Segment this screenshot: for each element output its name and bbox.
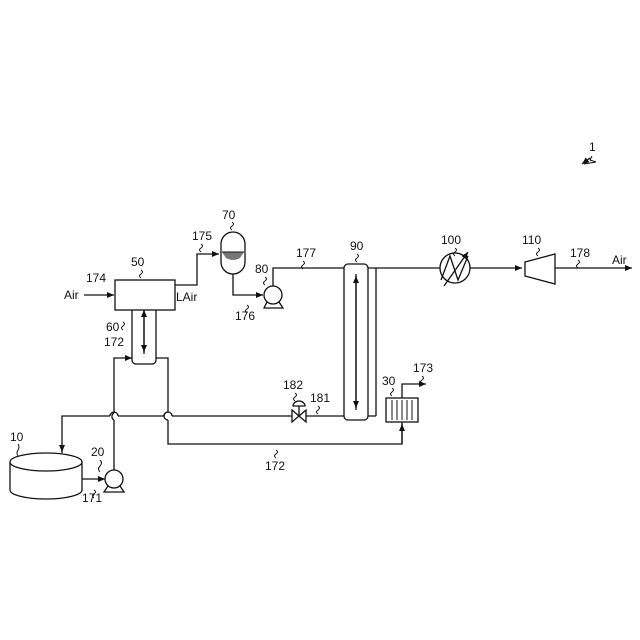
line-171-label: 171 <box>82 491 102 505</box>
line-178-label: 178 <box>570 246 590 260</box>
turbine-110-label: 110 <box>522 233 541 247</box>
valve-182-label: 182 <box>283 378 303 392</box>
air-in-label: Air <box>64 288 79 302</box>
exchanger-90-label: 90 <box>350 239 364 253</box>
heater-100-label: 100 <box>441 233 461 247</box>
line-181 <box>62 416 376 453</box>
pump-80 <box>264 286 283 308</box>
heat-exchanger-90 <box>344 264 368 420</box>
line-173 <box>402 384 426 398</box>
exchanger-60-label: 60 <box>106 320 120 334</box>
line-177-label: 177 <box>296 246 316 260</box>
line-181-label: 181 <box>310 391 330 405</box>
line-172-label-a: 172 <box>104 335 124 349</box>
line-172-label-b: 172 <box>265 459 285 473</box>
heater-100 <box>440 252 470 286</box>
unit-30-label: 30 <box>382 374 396 388</box>
liquid-air-label: LAir <box>176 290 197 304</box>
line-175 <box>175 254 219 285</box>
line-176 <box>233 274 263 295</box>
line-173-label: 173 <box>413 361 433 375</box>
pump-20 <box>104 470 124 492</box>
figure-number-label: 1 <box>582 140 596 164</box>
storage-tank <box>10 453 82 499</box>
pump-20-label: 20 <box>91 445 105 459</box>
unit-30 <box>386 398 418 422</box>
air-out-label: Air <box>612 253 627 267</box>
tank-label: 10 <box>10 430 24 444</box>
control-valve-182 <box>292 401 306 422</box>
svg-text:1: 1 <box>589 140 596 154</box>
separator-70 <box>221 232 245 274</box>
separator-70-label: 70 <box>222 208 236 222</box>
column-50-label: 50 <box>131 255 145 269</box>
line-174-label: 174 <box>86 271 106 285</box>
column-50 <box>115 280 175 310</box>
turbine-110 <box>525 254 555 284</box>
line-175-label: 175 <box>192 229 212 243</box>
pump-80-label: 80 <box>255 262 269 276</box>
line-172-up <box>114 358 132 470</box>
